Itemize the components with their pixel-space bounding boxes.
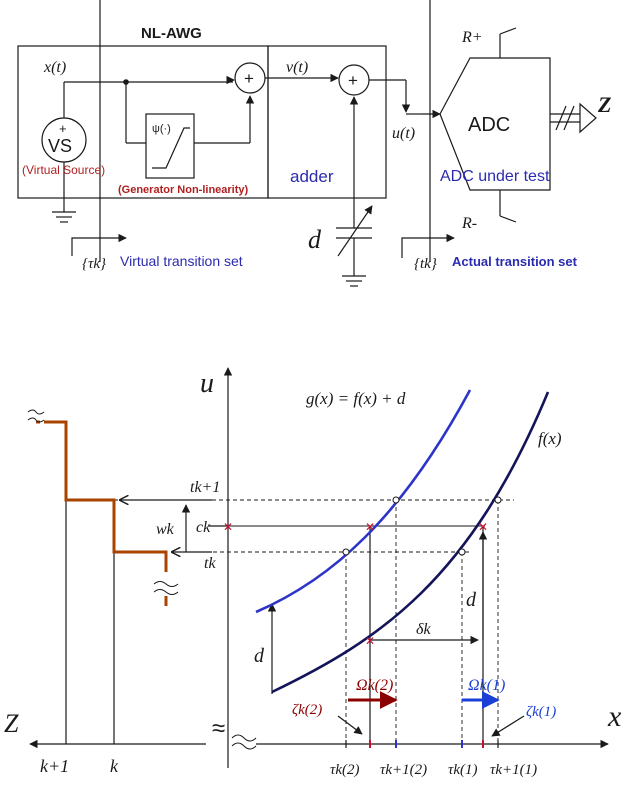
g-ck-marker: ✕: [365, 520, 375, 534]
ck-label: ck: [196, 519, 211, 536]
sum2-plus: +: [348, 71, 358, 90]
vs-label: VS: [48, 136, 72, 156]
virtual-set-arrow: [71, 233, 127, 256]
graph-labels: u x Z g(x) = f(x) + d f(x) tk+1 ck tk wk…: [4, 368, 622, 778]
actual-set-arrow: [401, 233, 455, 258]
nl-awg-title: NL-AWG: [141, 25, 202, 42]
intersection-markers: ✕ ✕ ✕ ✕: [223, 496, 502, 648]
k-label: k: [110, 756, 119, 776]
tk-label: tk: [204, 555, 216, 572]
omega1-label: Ωk(1): [468, 677, 505, 694]
r-plus-label: R+: [461, 29, 483, 46]
f-d-marker: ✕: [365, 634, 375, 648]
level-lines: [114, 499, 514, 553]
x-axis-label: x: [607, 700, 622, 733]
f-curve: [271, 391, 550, 694]
ut-label: u(t): [392, 125, 415, 142]
x-axis-break: [231, 734, 257, 750]
f-tk-point: [458, 548, 466, 556]
actual-set-caption: Actual transition set: [452, 254, 578, 269]
g-tk-point: [342, 548, 350, 556]
vs-caption: (Virtual Source): [22, 163, 105, 177]
f-curve-label: f(x): [538, 429, 562, 448]
r-minus-label: R-: [461, 215, 477, 232]
tk1-label: tk+1: [190, 479, 220, 496]
d-cap-label: d: [308, 225, 322, 254]
adc-caption: ADC under test: [440, 168, 550, 185]
block-diagram: [17, 0, 597, 287]
adder-caption: adder: [290, 167, 334, 186]
tau1k1-label: τk+1(1): [490, 762, 537, 778]
wk-label: wk: [156, 521, 175, 538]
psi-label: ψ(·): [152, 123, 171, 135]
adder-box: [267, 45, 387, 199]
x-ticks: [345, 740, 499, 748]
omega2-label: Ωk(2): [356, 677, 393, 694]
staircase-break-top: [27, 409, 45, 423]
xt-label: x(t): [43, 59, 66, 76]
tau2k1-label: τk+1(2): [380, 762, 427, 778]
f-ck-marker: ✕: [478, 520, 488, 534]
staircase: [44, 420, 168, 572]
block-diagram-labels: NL-AWG x(t) v(t) u(t) VS + (Virtual Sour…: [22, 25, 611, 272]
virtual-set-caption: Virtual transition set: [120, 253, 243, 269]
zeta2-pointer: [337, 715, 363, 735]
actual-set-symbol: {tk}: [414, 256, 437, 272]
psi-curve: [152, 127, 190, 169]
g-tk1-point: [392, 496, 400, 504]
z-output-label: Z: [597, 92, 611, 117]
adc-label: ADC: [468, 114, 510, 136]
adc-block: [439, 57, 551, 191]
variable-arrow: [337, 205, 373, 257]
vs-plus-sign: +: [59, 121, 67, 136]
tau2k-label: τk(2): [330, 762, 360, 778]
f-tk1-point: [494, 496, 502, 504]
d-left-label: d: [254, 645, 265, 667]
vt-label: v(t): [286, 59, 308, 76]
u-axis-label: u: [200, 368, 214, 399]
psi-block: [145, 113, 195, 179]
tau1k-label: τk(1): [448, 762, 478, 778]
g-curve-label: g(x) = f(x) + d: [306, 389, 406, 408]
vs-ground-icon: [52, 211, 76, 223]
nonlinearity-caption: (Generator Non-linearity): [118, 184, 249, 196]
transfer-graph: [27, 367, 609, 768]
zeta1-label: ζk(1): [526, 704, 556, 720]
zeta1-pointer: [491, 715, 525, 737]
cap-ground-icon: [342, 275, 366, 287]
delta-label: δk: [416, 621, 431, 638]
d-right-label: d: [466, 589, 477, 611]
virtual-set-symbol: {τk}: [82, 256, 106, 272]
g-curve: [255, 389, 472, 614]
zeta2-label: ζk(2): [292, 702, 322, 718]
k1-label: k+1: [40, 756, 69, 776]
z-axis-label: Z: [4, 709, 19, 738]
sum1-plus: +: [244, 69, 254, 88]
axis-break-symbol: ≈: [212, 715, 225, 742]
staircase-break-bottom: [153, 581, 179, 595]
ck-axis-marker: ✕: [223, 520, 233, 534]
